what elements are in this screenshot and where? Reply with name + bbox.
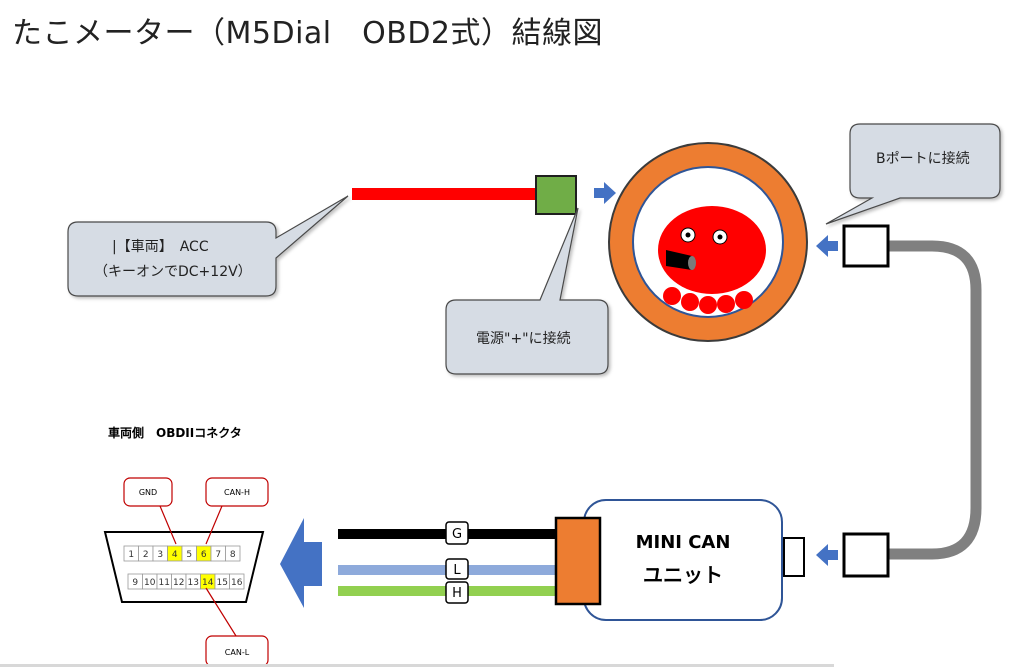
obd-pin-label: 12	[173, 578, 184, 588]
bport-callout	[825, 123, 1001, 225]
obd-pin-3: 3	[152, 545, 168, 562]
canh-callout: CAN-H	[205, 477, 269, 545]
unit-label-line1: MINI CAN	[636, 532, 731, 553]
bport-arrow-icon	[816, 235, 838, 257]
acc-callout	[67, 195, 349, 297]
wire-h-label: H	[452, 586, 462, 601]
mini-can-unit	[583, 499, 783, 621]
obd-pin-10: 10	[142, 573, 158, 590]
obd-pin-8: 8	[225, 545, 241, 562]
page-title: たこメーター（M5Dial OBD2式）結線図	[12, 16, 604, 51]
obd-pin-4: 4	[167, 545, 183, 562]
obd-pin-label: 15	[217, 578, 228, 588]
connector-heading: 車両側 OBDIIコネクタ	[108, 425, 242, 440]
obd-pin-label: 10	[144, 578, 156, 588]
octopus-icon	[658, 206, 766, 314]
obd-pin-label: 2	[143, 550, 149, 560]
unit-orange-plug	[554, 516, 602, 606]
acc-callout-line2: （キーオンでDC+12V）	[94, 264, 252, 280]
obd-pin-label: 14	[202, 578, 214, 588]
canh-label: CAN-H	[224, 488, 250, 497]
obd-pin-16: 16	[229, 573, 245, 590]
obd-pin-label: 4	[172, 550, 178, 560]
wire-l-label-box: L	[445, 558, 469, 580]
obd-pin-14: 14	[200, 573, 216, 590]
obd-pin-13: 13	[185, 573, 201, 590]
obd-pin-label: 13	[188, 578, 199, 588]
gnd-callout: GND	[123, 477, 177, 545]
obd-pin-label: 7	[215, 550, 221, 560]
meter-b-port-connector	[842, 224, 890, 268]
unit-side-socket	[783, 537, 805, 577]
obd-pin-5: 5	[181, 545, 197, 562]
bport-callout-text: Bポートに接続	[876, 150, 970, 167]
obd-pin-15: 15	[214, 573, 230, 590]
obd-pin-label: 6	[201, 550, 207, 560]
obd-pin-label: 5	[186, 550, 192, 560]
obd-pin-6: 6	[196, 545, 212, 562]
obd-pin-label: 8	[230, 550, 236, 560]
wire-g-label: G	[452, 527, 462, 542]
power-callout	[445, 207, 609, 375]
gray-cable	[888, 240, 982, 560]
wire-h-label-box: H	[445, 581, 469, 604]
obd-pin-1: 1	[123, 545, 139, 562]
acc-red-wire	[352, 188, 536, 200]
gnd-label: GND	[139, 488, 157, 497]
obd-pin-label: 9	[132, 578, 138, 588]
obd-connector-body	[103, 531, 265, 603]
power-callout-text: 電源"+"に接続	[476, 330, 571, 347]
unit-port-connector	[842, 532, 890, 578]
canl-callout: CAN-L	[205, 587, 269, 667]
obd-pin-12: 12	[171, 573, 187, 590]
obd-pin-11: 11	[156, 573, 172, 590]
obd-pin-label: 1	[128, 550, 134, 560]
bottom-divider	[0, 664, 834, 667]
unit-arrow-icon	[816, 544, 838, 566]
acc-callout-line1: |【車両】 ACC	[112, 238, 209, 255]
unit-label-line2: ユニット	[643, 563, 723, 587]
obd-pin-label: 11	[159, 578, 170, 588]
obd-pin-label: 16	[231, 578, 243, 588]
canl-label: CAN-L	[225, 648, 250, 657]
big-left-arrow-icon	[280, 518, 322, 608]
obd-pin-label: 3	[157, 550, 163, 560]
wire-g-label-box: G	[445, 521, 469, 545]
wire-l-label: L	[453, 563, 461, 578]
power-arrow-icon	[594, 182, 616, 204]
power-terminal-block	[535, 175, 577, 215]
obd-pin-2: 2	[138, 545, 154, 562]
obd-pin-9: 9	[127, 573, 143, 590]
obd-pin-7: 7	[210, 545, 226, 562]
